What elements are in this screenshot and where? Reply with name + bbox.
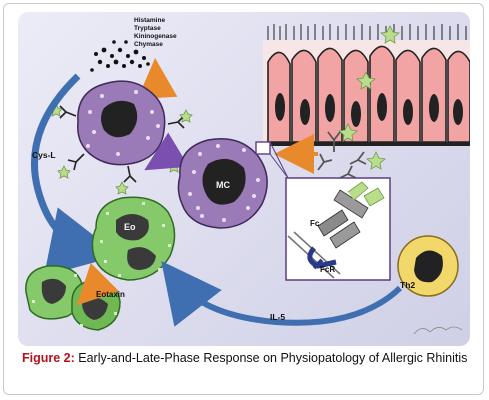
diagram-panel: Histamine Tryptase Kininogenase Chymase <box>18 12 470 346</box>
rhinitis-diagram: Histamine Tryptase Kininogenase Chymase <box>25 17 470 335</box>
th2-cell <box>397 235 459 297</box>
degranulating-mast-cell <box>49 80 193 195</box>
cys-l-arrow <box>31 73 120 277</box>
mediator-chymase: Chymase <box>134 41 163 48</box>
figure-label: Figure 2: <box>22 351 75 365</box>
mediator-histamine: Histamine <box>134 17 165 24</box>
figure-caption-text: Early-and-Late-Phase Response on Physiop… <box>74 351 468 365</box>
activation-arrow <box>144 132 189 171</box>
signature-mark <box>413 326 463 335</box>
mediator-tryptase: Tryptase <box>134 25 161 32</box>
eotaxin-arrow <box>76 262 120 306</box>
eosinophil <box>91 196 176 281</box>
th2-label: Th2 <box>400 280 415 290</box>
il5-label: IL-5 <box>270 312 285 322</box>
mast-cell-label: MC <box>216 180 230 190</box>
mast-cell <box>177 138 268 229</box>
fc-label: Fc <box>310 219 320 228</box>
figure-caption: Figure 2: Early-and-Late-Phase Response … <box>22 350 477 366</box>
callout-marker <box>255 141 271 155</box>
fc-receptor-inset <box>285 177 391 281</box>
il5-arrow <box>161 261 403 327</box>
eotaxin-label: Eotaxin <box>96 290 125 299</box>
cys-l-label: Cys-L <box>32 150 56 160</box>
mediator-kininogenase: Kininogenase <box>134 33 177 40</box>
allergen-stars <box>338 25 400 170</box>
fcr-label: FcR <box>320 265 335 274</box>
eosinophil-label: Eo <box>124 222 136 232</box>
epithelium <box>263 24 470 146</box>
